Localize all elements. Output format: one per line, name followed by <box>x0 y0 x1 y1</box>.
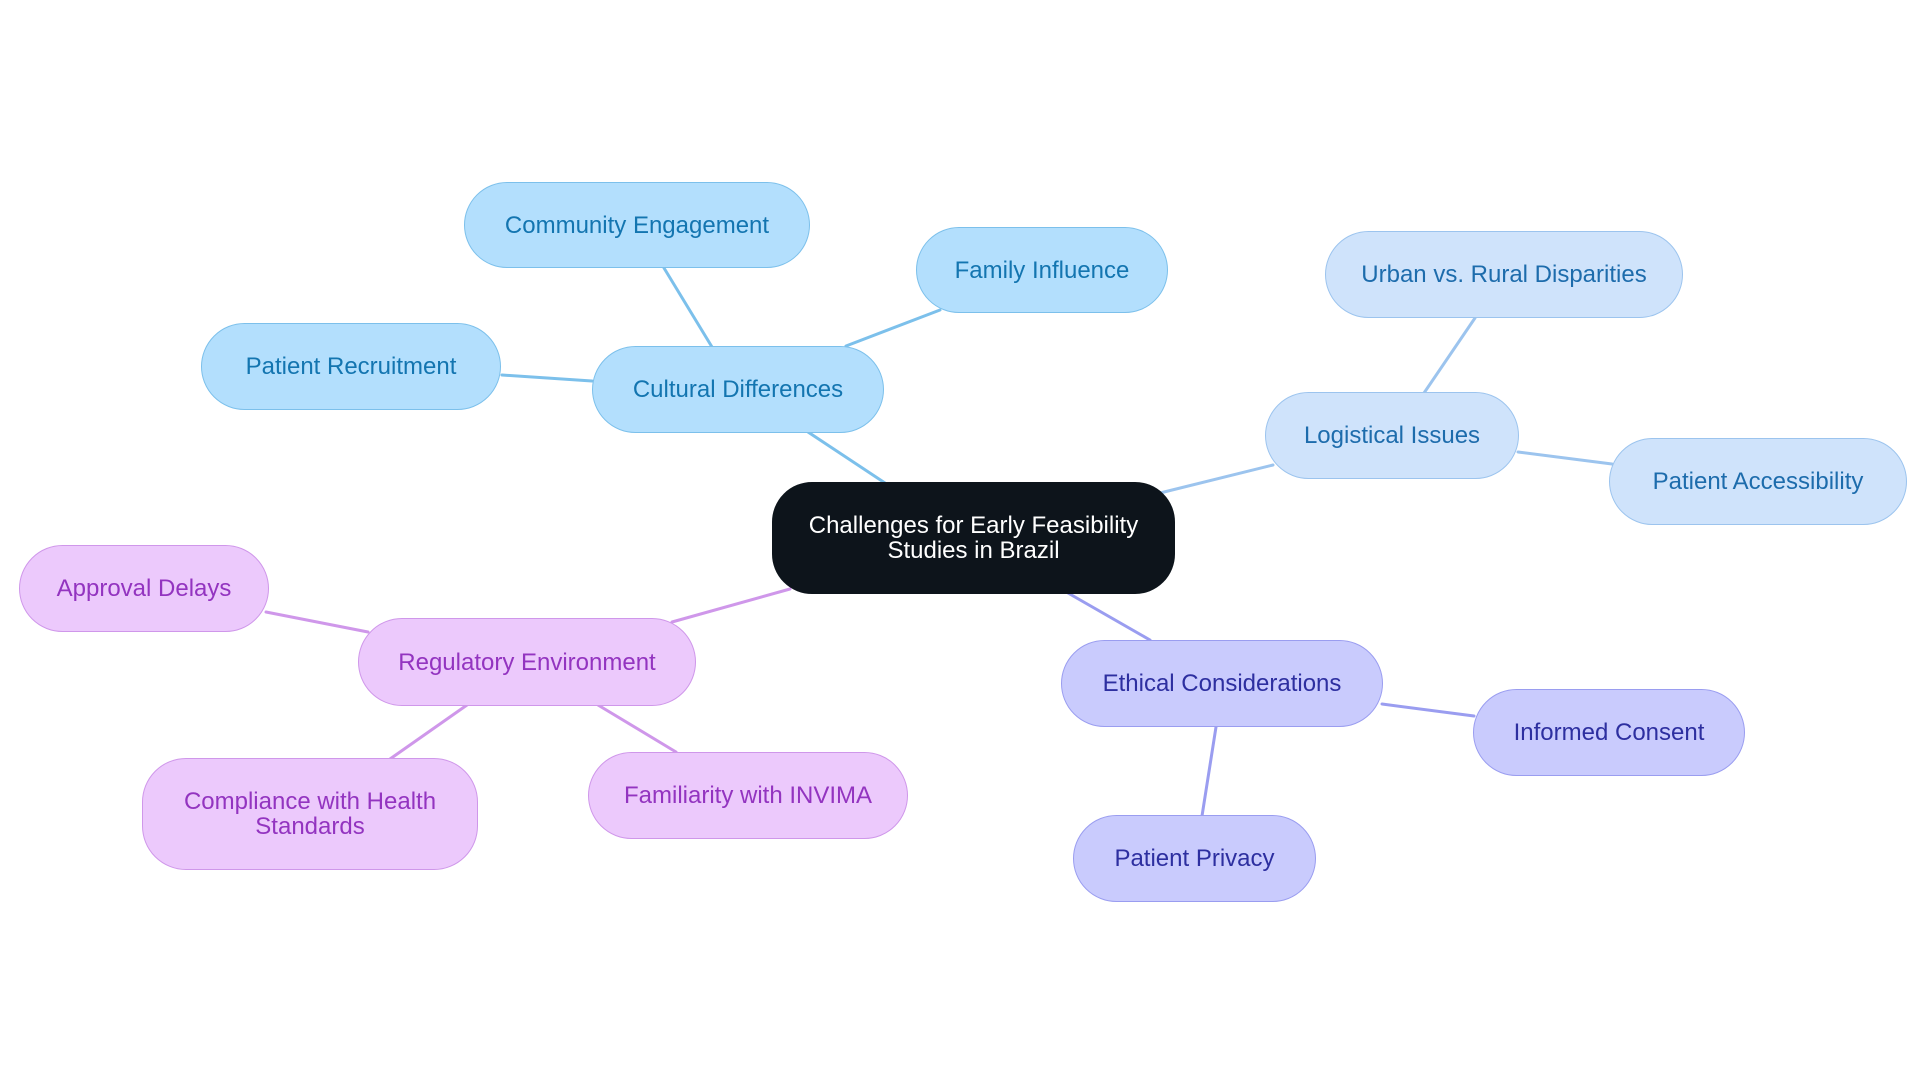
edge-root-ethical <box>1066 591 1152 642</box>
edge-root-cultural <box>806 430 887 485</box>
edge-ethical-privacy <box>1200 725 1218 818</box>
leaf-patient-accessibility[interactable]: Patient Accessibility <box>1609 438 1907 525</box>
leaf-label: Patient Privacy <box>1114 845 1275 872</box>
leaf-approval-delays[interactable]: Approval Delays <box>19 545 269 632</box>
leaf-family-influence[interactable]: Family Influence <box>916 227 1168 313</box>
branch-label: Cultural Differences <box>632 376 844 403</box>
leaf-label: Familiarity with INVIMA <box>623 782 873 809</box>
root-label: Challenges for Early Feasibility Studies… <box>808 512 1139 564</box>
branch-cultural-differences[interactable]: Cultural Differences <box>592 346 884 433</box>
branch-ethical-considerations[interactable]: Ethical Considerations <box>1061 640 1383 727</box>
branch-regulatory-environment[interactable]: Regulatory Environment <box>358 618 696 706</box>
edge-cultural-community <box>662 266 714 349</box>
leaf-label: Urban vs. Rural Disparities <box>1361 261 1647 288</box>
leaf-informed-consent[interactable]: Informed Consent <box>1473 689 1745 776</box>
branch-label: Ethical Considerations <box>1102 670 1342 697</box>
leaf-label: Patient Recruitment <box>245 353 457 380</box>
root-node[interactable]: Challenges for Early Feasibility Studies… <box>772 482 1175 594</box>
edge-logistical-urban <box>1422 316 1477 395</box>
leaf-compliance-health-standards[interactable]: Compliance with Health Standards <box>142 758 478 870</box>
edge-cultural-recruitment <box>500 373 594 383</box>
edge-cultural-family <box>844 308 942 348</box>
edge-logistical-accessibility <box>1516 450 1614 466</box>
edge-ethical-consent <box>1380 702 1476 718</box>
leaf-label: Community Engagement <box>504 211 770 239</box>
leaf-community-engagement[interactable]: Community Engagement <box>464 182 810 268</box>
leaf-label: Compliance with Health Standards <box>183 788 437 840</box>
edge-regulatory-approval <box>264 610 370 634</box>
branch-label: Regulatory Environment <box>398 648 656 676</box>
leaf-label: Approval Delays <box>56 575 232 602</box>
leaf-urban-rural-disparities[interactable]: Urban vs. Rural Disparities <box>1325 231 1683 318</box>
leaf-label: Informed Consent <box>1513 719 1705 746</box>
leaf-patient-privacy[interactable]: Patient Privacy <box>1073 815 1316 902</box>
leaf-familiarity-invima[interactable]: Familiarity with INVIMA <box>588 752 908 839</box>
edge-regulatory-compliance <box>388 703 469 761</box>
branch-label: Logistical Issues <box>1303 422 1481 449</box>
branch-logistical-issues[interactable]: Logistical Issues <box>1265 392 1519 479</box>
leaf-label: Patient Accessibility <box>1652 468 1864 495</box>
leaf-label: Family Influence <box>954 256 1130 284</box>
leaf-patient-recruitment[interactable]: Patient Recruitment <box>201 323 501 410</box>
edge-root-logistical <box>1158 463 1275 495</box>
edge-root-regulatory <box>670 587 792 624</box>
edge-regulatory-invima <box>596 703 678 754</box>
